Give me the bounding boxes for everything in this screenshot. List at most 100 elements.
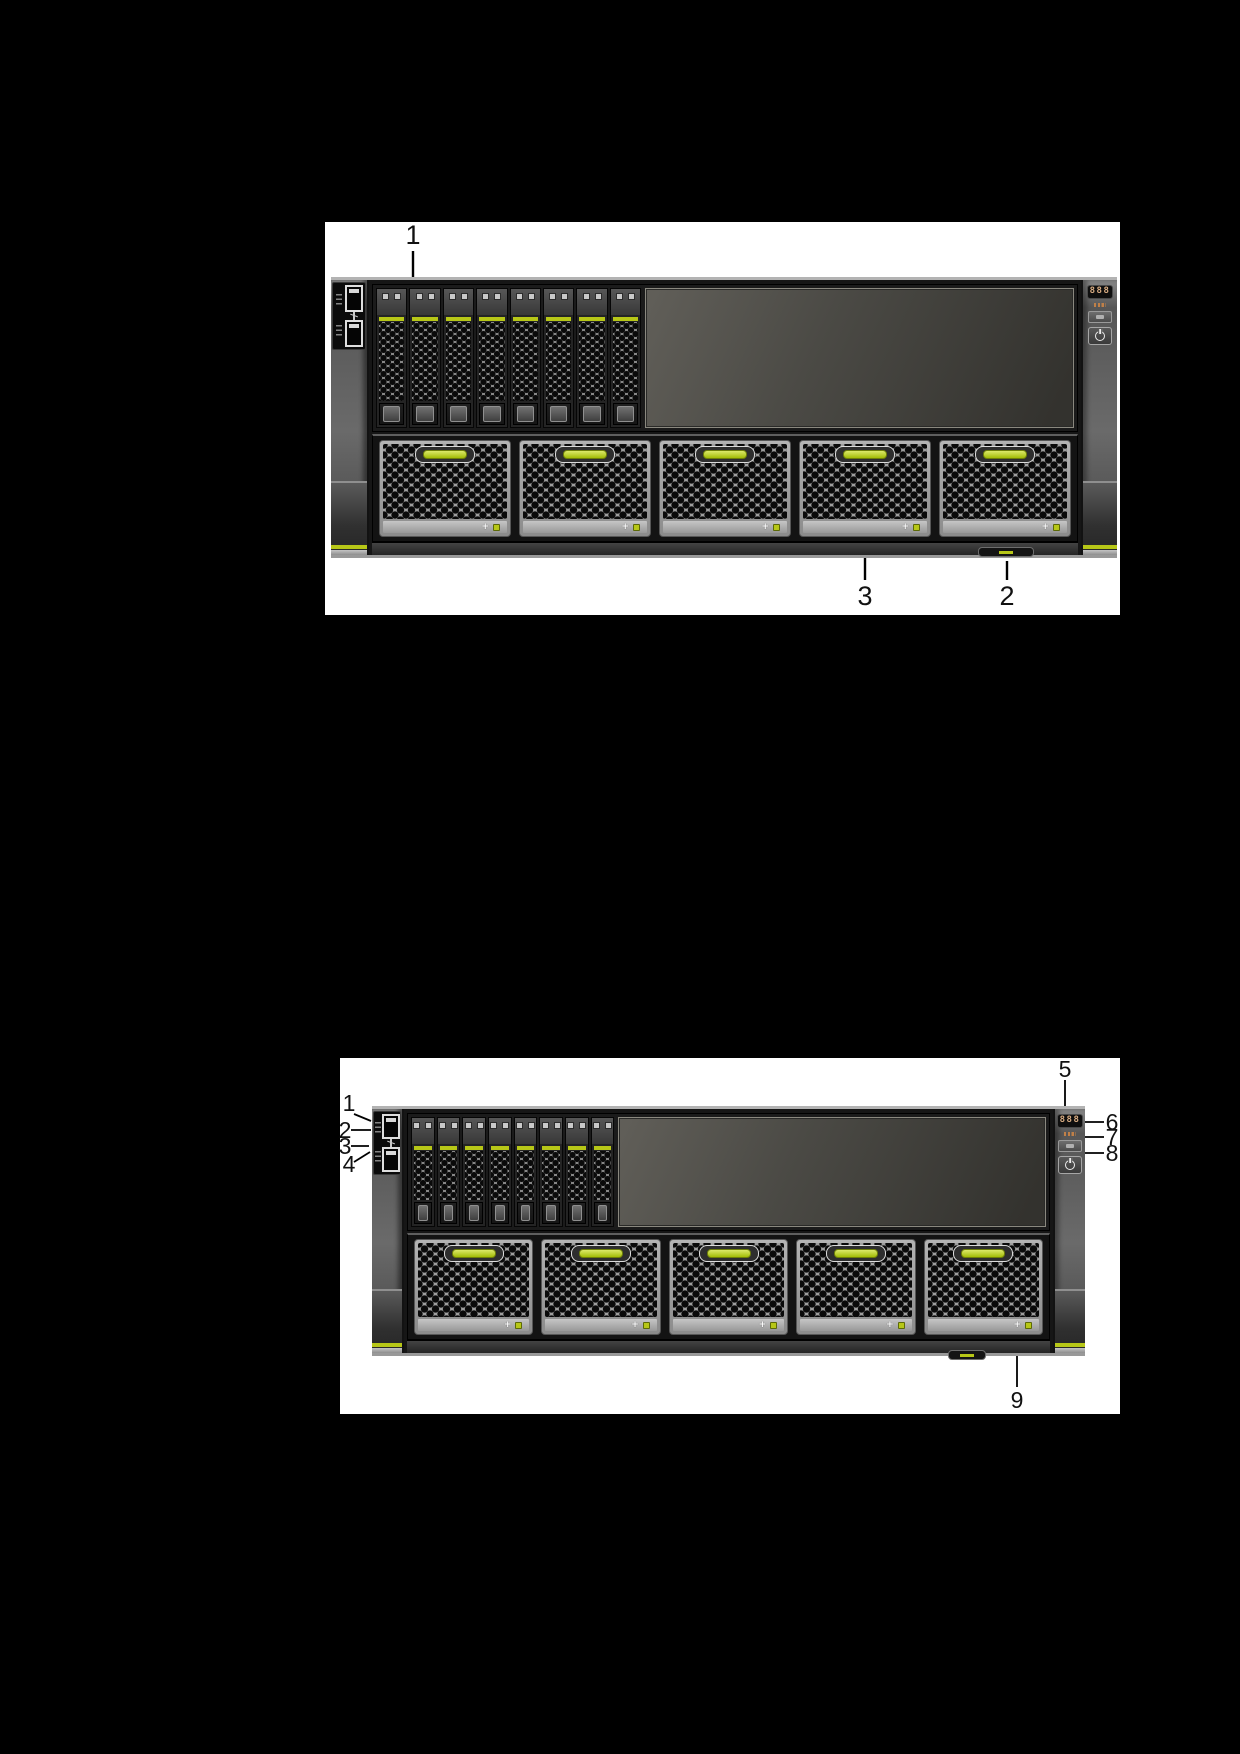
- drive-led-icons: [510, 289, 541, 315]
- usb-panel: [373, 1111, 401, 1175]
- drive-accent-strip: [546, 317, 572, 321]
- usb-icon: [349, 312, 359, 320]
- status-display: 888: [1086, 285, 1114, 299]
- fan-handle-slot: [835, 446, 895, 463]
- fan-handle-slot: [695, 446, 755, 463]
- power-icon: [1095, 330, 1105, 341]
- fan-module: +: [796, 1239, 916, 1335]
- ear-latch: [372, 1289, 402, 1353]
- fan-handle: [451, 1249, 496, 1258]
- drive-vent-mesh: [490, 1151, 509, 1200]
- drive-led-icons: [610, 289, 641, 315]
- fan-vent-mesh: [418, 1243, 530, 1317]
- fan-module: +: [379, 440, 511, 537]
- fan-status-row: +: [418, 1319, 530, 1331]
- drive-vent-mesh: [512, 322, 539, 401]
- fan-status-led: [897, 1321, 905, 1329]
- drive-bay: [576, 288, 608, 428]
- ear-latch: [331, 481, 367, 555]
- fan-handle: [563, 450, 607, 459]
- drive-release-latch: [479, 403, 505, 425]
- drive-led-icons: [591, 1118, 614, 1144]
- usb-icon: [386, 1139, 396, 1148]
- fan-status-led: [515, 1321, 523, 1329]
- callout-label: 9: [1010, 1387, 1024, 1413]
- callout-label: 3: [857, 581, 873, 611]
- drive-led-icons: [463, 1118, 485, 1144]
- fan-status-row: +: [800, 1319, 912, 1331]
- status-display: 888: [1056, 1114, 1084, 1128]
- drive-accent-strip: [465, 1146, 483, 1150]
- usb-port: [345, 285, 363, 312]
- drive-accent-strip: [579, 317, 605, 321]
- ear-shaft: [1055, 1174, 1085, 1289]
- drive-accent-strip: [445, 317, 472, 321]
- drive-vent-mesh: [593, 1151, 612, 1200]
- drive-vent-mesh: [414, 1151, 432, 1200]
- usb-port: [345, 320, 363, 347]
- drive-bay: [513, 1117, 538, 1227]
- drive-bay: [539, 1117, 563, 1227]
- latch-accent-strip: [372, 1343, 402, 1347]
- fan-handle-slot: [443, 1245, 504, 1262]
- drive-release-latch: [465, 1202, 483, 1224]
- fan-icon: +: [886, 1319, 894, 1330]
- drive-release-latch: [445, 403, 472, 425]
- left-mounting-ear: [331, 280, 369, 555]
- fan-module-area: + +: [407, 1233, 1050, 1340]
- fan-handle-slot: [415, 446, 475, 463]
- drive-led-icons: [540, 1118, 562, 1144]
- drive-bay: [590, 1117, 615, 1227]
- chassis-bottom-band: [407, 1340, 1050, 1353]
- fan-handle-slot: [698, 1245, 759, 1262]
- drive-bay: [411, 1117, 435, 1227]
- fan-icon: +: [503, 1319, 512, 1330]
- asset-tag-accent: [999, 550, 1013, 554]
- fan-icon: +: [901, 521, 909, 532]
- ear-latch: [1055, 1289, 1085, 1353]
- drive-led-icons: [514, 1118, 537, 1144]
- drive-bay: [376, 288, 408, 428]
- callout-label: 1: [342, 1090, 356, 1116]
- drive-led-icons: [377, 289, 407, 315]
- power-button: [1058, 1155, 1082, 1174]
- drive-accent-strip: [593, 1146, 612, 1150]
- fan-status-led: [642, 1321, 650, 1329]
- drive-bay: [487, 1117, 512, 1227]
- fan-handle: [703, 450, 747, 459]
- led-label-icon: [375, 1151, 381, 1164]
- fan-vent-mesh: [545, 1243, 657, 1317]
- callout-label: 6: [1105, 1109, 1119, 1135]
- callout-label: 5: [1058, 1056, 1072, 1082]
- latch-accent-strip: [1083, 545, 1117, 549]
- drive-accent-strip: [612, 317, 639, 321]
- usb-panel: [332, 282, 366, 350]
- display-label-icon: [1094, 302, 1106, 307]
- fan-icon: +: [758, 1319, 767, 1330]
- drive-vent-mesh: [546, 322, 572, 401]
- control-cluster: 888: [1083, 280, 1117, 345]
- usb-port: [382, 1146, 400, 1172]
- chassis-bottom-band: [372, 542, 1078, 555]
- drive-release-latch: [414, 1202, 432, 1224]
- control-cluster: 888: [1055, 1109, 1085, 1174]
- uid-button: [1058, 1139, 1082, 1152]
- ear-shaft: [1083, 345, 1117, 481]
- drive-release-latch: [546, 403, 572, 425]
- drive-release-latch: [612, 403, 639, 425]
- fan-status-led: [770, 1321, 778, 1329]
- drive-led-icons: [437, 1118, 460, 1144]
- drive-accent-strip: [512, 317, 539, 321]
- fan-handle: [843, 450, 887, 459]
- right-mounting-ear: 888: [1053, 1109, 1085, 1353]
- ear-latch: [1083, 481, 1117, 555]
- drive-bay: [442, 288, 475, 428]
- drive-release-latch: [567, 1202, 586, 1224]
- drive-release-latch: [512, 403, 539, 425]
- drive-led-icons: [477, 289, 507, 315]
- drive-bay: [509, 288, 542, 428]
- fan-module: +: [541, 1239, 661, 1335]
- drive-bay: [564, 1117, 589, 1227]
- fan-status-led: [633, 523, 640, 531]
- ear-shaft: [372, 1175, 402, 1289]
